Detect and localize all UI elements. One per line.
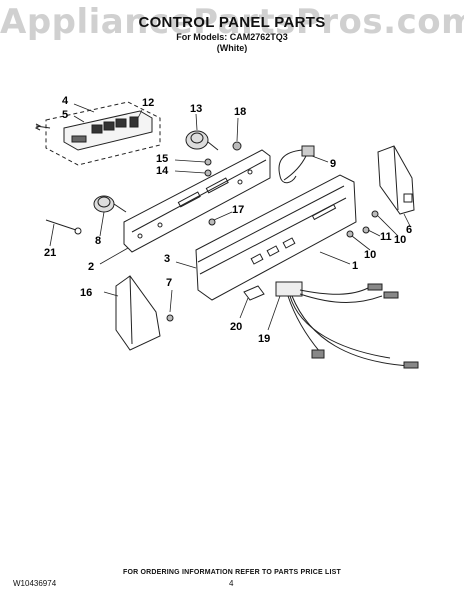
ordering-note: FOR ORDERING INFORMATION REFER TO PARTS … xyxy=(122,569,342,576)
right-end-cap xyxy=(377,145,415,215)
callout-20: 20 xyxy=(230,321,242,333)
callout-14: 14 xyxy=(156,165,169,177)
page-title: CONTROL PANEL PARTS xyxy=(138,14,326,31)
wire-harness xyxy=(275,281,419,369)
callout-21: 21 xyxy=(44,247,56,259)
callout-16: 16 xyxy=(80,287,92,299)
callout-13: 13 xyxy=(190,103,202,115)
page-number: 4 xyxy=(229,579,234,588)
timer-knob xyxy=(93,195,127,213)
callout-2: 2 xyxy=(88,261,94,273)
console-front-panel xyxy=(195,174,357,301)
models-line: For Models: CAM2762TQ3 xyxy=(176,32,288,42)
color-line: (White) xyxy=(216,43,248,53)
probe xyxy=(45,219,82,235)
console-rear-panel xyxy=(123,149,271,253)
callout-19: 19 xyxy=(258,333,270,345)
callout-12: 12 xyxy=(142,97,154,109)
callout-9: 9 xyxy=(330,158,336,170)
control-board-assembly xyxy=(34,101,161,166)
callout-1: 1 xyxy=(352,260,358,272)
callout-18: 18 xyxy=(234,106,246,118)
callout-3: 3 xyxy=(164,253,170,265)
callout-4: 4 xyxy=(62,95,69,107)
console-screws xyxy=(166,141,379,322)
left-end-cap xyxy=(115,275,161,351)
callout-7: 7 xyxy=(166,277,172,289)
watermark: AppliancePartsPros.com xyxy=(0,2,464,42)
callout-17: 17 xyxy=(232,204,244,216)
callout-11: 11 xyxy=(380,231,392,243)
document-number: W10436974 xyxy=(13,579,57,588)
model-subtitle: For Models: CAM2762TQ3 (White) xyxy=(0,32,464,54)
callout-10-lower: 10 xyxy=(364,249,376,261)
callout-15: 15 xyxy=(156,153,168,165)
bracket-clip xyxy=(243,285,265,301)
callout-8: 8 xyxy=(95,235,101,247)
callout-10-upper: 10 xyxy=(394,234,406,246)
switch-harness xyxy=(278,145,315,184)
callout-5: 5 xyxy=(62,109,68,121)
selector-knob xyxy=(185,130,219,151)
callout-leaders xyxy=(49,103,411,331)
callout-6: 6 xyxy=(406,224,412,236)
